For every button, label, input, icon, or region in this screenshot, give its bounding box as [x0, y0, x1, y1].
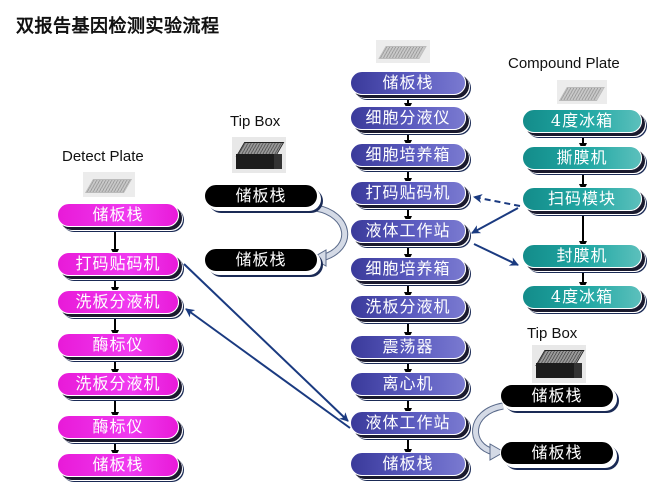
tip-transfer-arrow-bottom [472, 402, 506, 461]
cross-arrow-barcode-to-liquid-station [183, 263, 349, 422]
cell-step-liquid-handler[interactable]: 液体工作站 [350, 411, 466, 435]
cell-step-plate-stacker[interactable]: 储板栈 [350, 71, 466, 95]
tip-box-icon [232, 137, 286, 173]
cell-step-liquid-handler[interactable]: 液体工作站 [350, 219, 466, 243]
compound-step-barcode-scanner[interactable]: 扫码模块 [522, 187, 642, 211]
cell-step-centrifuge[interactable]: 离心机 [350, 372, 466, 396]
detect-step-plate-reader[interactable]: 酶标仪 [57, 333, 179, 357]
cross-arrow-scan-to-liquid-station [471, 207, 519, 234]
cross-arrow-liquid-station-to-sealer [473, 243, 519, 266]
detect-step-plate-reader[interactable]: 酶标仪 [57, 415, 179, 439]
detect-plate-label: Detect Plate [62, 148, 144, 165]
compound-step-sealer[interactable]: 封膜机 [522, 244, 642, 268]
cell-step-plate-stacker[interactable]: 储板栈 [350, 452, 466, 476]
microplate-icon [376, 40, 430, 63]
microplate-icon [83, 172, 135, 197]
cell-step-barcode-labeler[interactable]: 打码贴码机 [350, 181, 466, 205]
cell-step-cell-dispenser[interactable]: 细胞分液仪 [350, 106, 466, 130]
detect-step-plate-stacker[interactable]: 储板栈 [57, 453, 179, 477]
tip-box-bottom-label: Tip Box [527, 325, 578, 342]
tip-box-icon [532, 345, 586, 383]
microplate-icon [557, 80, 607, 104]
tip-stacker-target[interactable]: 储板栈 [204, 248, 318, 272]
tip-stacker-source-bottom[interactable]: 储板栈 [500, 384, 614, 408]
tip-stacker-source[interactable]: 储板栈 [204, 184, 318, 208]
dashed-arrow-scan-to-labeler [473, 194, 521, 207]
compound-step-fridge[interactable]: 4度冰箱 [522, 285, 642, 309]
cell-step-shaker[interactable]: 震荡器 [350, 335, 466, 359]
cross-arrow-liquid-station-to-washer [185, 308, 351, 429]
diagram-title: 双报告基因检测实验流程 [16, 16, 220, 37]
compound-step-peeler[interactable]: 撕膜机 [522, 146, 642, 170]
detect-step-barcode-labeler[interactable]: 打码贴码机 [57, 252, 179, 276]
tip-transfer-arrow-top [310, 204, 349, 267]
cell-step-incubator[interactable]: 细胞培养箱 [350, 257, 466, 281]
compound-step-fridge[interactable]: 4度冰箱 [522, 109, 642, 133]
detect-step-plate-stacker[interactable]: 储板栈 [57, 203, 179, 227]
cell-step-incubator[interactable]: 细胞培养箱 [350, 143, 466, 167]
detect-step-plate-washer[interactable]: 洗板分液机 [57, 372, 179, 396]
tip-box-top-label: Tip Box [230, 113, 281, 130]
compound-plate-label: Compound Plate [508, 55, 620, 72]
cell-step-plate-washer[interactable]: 洗板分液机 [350, 295, 466, 319]
tip-stacker-target-bottom[interactable]: 储板栈 [500, 441, 614, 465]
detect-step-plate-washer[interactable]: 洗板分液机 [57, 290, 179, 314]
